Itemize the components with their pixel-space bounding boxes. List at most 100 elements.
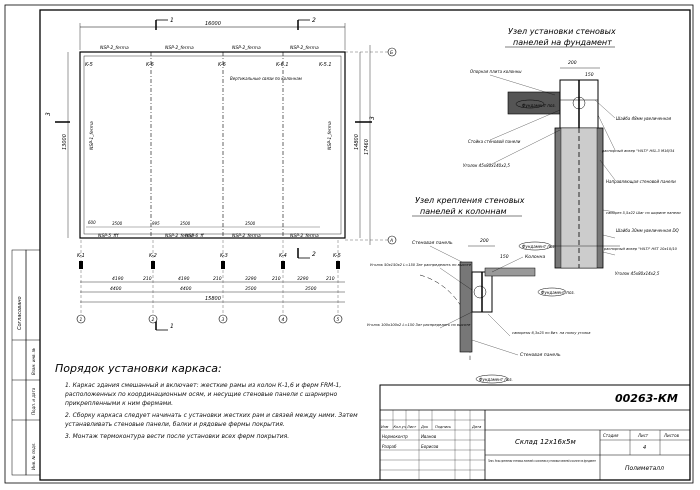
node1-label-guide: Направляющая стеновой панели	[606, 179, 676, 184]
node1-label-washer48: Шайба 48мм увеличенная	[616, 116, 672, 121]
sub-dim-8: 210	[326, 276, 335, 282]
svg-text:4: 4	[282, 317, 285, 323]
sub-dim-5: 3290	[245, 276, 257, 282]
col-label-top-3: K-6	[218, 62, 226, 68]
section-marker-1-bottom: 1	[155, 318, 174, 331]
notes-title: Порядок установки каркаса:	[55, 362, 222, 375]
svg-text:Стадия: Стадия	[603, 433, 619, 438]
sub-dim-2: 210	[143, 276, 152, 282]
stamp-role-2: Разраб	[382, 444, 397, 449]
section-marker-3-right: 3	[355, 116, 376, 123]
bottom-beam-1: NSP-5_fff	[98, 233, 120, 239]
col-label-top-5: K-5.1	[319, 62, 332, 68]
top-beam-1: NSP-2_ferma	[100, 45, 129, 51]
span-dim-1: 4400	[110, 286, 122, 292]
node-panel-column: Узел крепления стеновых панелей к колонн…	[367, 196, 591, 384]
span-dim-4: 3500	[305, 286, 317, 292]
top-beam-3: NSP-2_ferma	[232, 45, 261, 51]
col-label-bottom-3: K-3	[220, 253, 228, 259]
node-panel-foundation: Узел установки стеновых панелей на фунда…	[463, 27, 681, 276]
left-vertical-dim: 13000	[62, 134, 68, 150]
section-marker-3-left: 3	[45, 112, 70, 123]
svg-text:Б: Б	[390, 50, 393, 56]
svg-text:3: 3	[369, 116, 376, 120]
node2-title-line1: Узел крепления стеновых	[415, 196, 525, 205]
stamp-role-1: Нормоконтр	[382, 434, 408, 439]
bottom-beam-4: NSP-2_ferma	[232, 233, 261, 239]
sidebar-inv: Инв. № подл.	[31, 442, 36, 470]
sub-dim-1: 4190	[112, 276, 124, 282]
svg-text:Фундамент поз.: Фундамент поз.	[522, 244, 556, 249]
svg-text:3: 3	[222, 317, 225, 323]
title-block: Изм Кол.уч Лист Док Подпись Дата Нормоко…	[379, 384, 691, 481]
svg-text:200: 200	[568, 60, 577, 66]
sidebar-stamp: Согласовано Взам. инв. № Подп. и дата Ин…	[11, 249, 41, 476]
node2-label-panel2: Стеновая панель	[520, 352, 561, 358]
col-label-top-4: K-6.1	[276, 62, 289, 68]
stamp-name-1: Иванов	[421, 434, 437, 439]
col-label-top-1: K-5	[85, 62, 93, 68]
svg-text:Кол.уч: Кол.уч	[394, 425, 406, 429]
svg-text:150: 150	[500, 254, 509, 260]
svg-text:2: 2	[312, 251, 316, 258]
svg-text:2: 2	[152, 317, 155, 323]
inner-dim-2: 995	[152, 221, 160, 226]
section-marker-2-bottom: 2	[297, 248, 316, 259]
svg-text:Листов: Листов	[663, 433, 680, 438]
svg-text:Изм: Изм	[381, 425, 389, 429]
col-label-bottom-5: K-5	[333, 253, 341, 259]
sidebar-sign-date: Подп. и дата	[31, 387, 36, 415]
note-item-1: 1. Каркас здания смешанный и включает: ж…	[65, 382, 342, 407]
svg-text:1: 1	[170, 323, 174, 330]
stamp-sheet-title: План. Узлы крепления стеновых панелей к …	[488, 459, 597, 463]
drawing-frame	[39, 9, 691, 481]
right-vertical-dim2: 17460	[364, 139, 370, 155]
node2-label-column: Колонна	[525, 254, 545, 260]
note-item-3: 3. Монтаж термоконтура вести после устан…	[65, 433, 290, 440]
stamp-company: Полиметалл	[625, 465, 664, 472]
node1-title-line2: панелей на фундамент	[513, 38, 612, 47]
svg-text:2: 2	[312, 17, 316, 24]
top-beam-2: NSP-2_ferma	[165, 45, 194, 51]
bottom-beam-5: NSP-2_ferma	[290, 233, 319, 239]
bottom-total-dim: 15800	[205, 296, 221, 302]
svg-text:1: 1	[80, 317, 83, 323]
svg-text:3: 3	[45, 112, 52, 116]
stamp-name-2: Борисов	[421, 444, 439, 449]
inner-dim-small: 600	[88, 220, 96, 225]
bottom-beam-2: NSP-2_ferma	[165, 233, 194, 239]
inner-dim-3: 3500	[180, 221, 191, 226]
svg-text:5: 5	[337, 317, 340, 323]
svg-text:Лист: Лист	[406, 425, 417, 429]
sub-dim-3: 4190	[178, 276, 190, 282]
node2-label-angle1: Уголок 50x150x2 L=150 Зат распределить п…	[370, 263, 472, 267]
bottom-beam-3: NSP-6_ff	[185, 233, 204, 239]
svg-text:1: 1	[170, 17, 174, 24]
building-outline	[79, 51, 346, 239]
node1-label-angle: Уголок 45x80x140x2,5	[463, 163, 510, 168]
svg-text:Фундамент поз.: Фундамент поз.	[541, 290, 575, 295]
section-marker-2-top: 2	[297, 17, 316, 30]
sub-dim-6: 210	[272, 276, 281, 282]
node2-title-line2: панелей к колоннам	[420, 207, 507, 216]
stamp-object: Склад 12x16x5м	[515, 438, 576, 446]
svg-text:Фундамент поз.: Фундамент поз.	[522, 103, 556, 108]
sidebar-replace: Взам. инв. №	[31, 348, 36, 375]
node2-label-screws: саморезы 6,3x25 по бит. на полку уголка	[512, 331, 591, 335]
inner-dim-1: 3500	[112, 221, 123, 226]
section-marker-1-top: 1	[155, 17, 174, 30]
svg-text:Лист: Лист	[637, 433, 649, 438]
assembly-notes: Порядок установки каркаса: 1. Каркас зда…	[55, 362, 375, 444]
node1-label-anchor1: распорный анкер "HILTI" HSL-3 M16/34	[601, 149, 675, 153]
node1-label-angle2: Уголок 45x80x14x2,5	[615, 271, 660, 276]
svg-text:Подпись: Подпись	[435, 425, 451, 429]
node1-label-anchor2: распорный анкер "HILTI" HST 10x10/10	[603, 247, 678, 251]
svg-text:Фундамент поз.: Фундамент поз.	[479, 377, 513, 382]
node1-label-washer30: Шайба 30мм увеличенная DQ	[616, 228, 679, 233]
stamp-code: 00263-КМ	[615, 392, 678, 405]
right-beam-label: NSP-1_ferma	[327, 121, 333, 150]
svg-text:Дата: Дата	[471, 425, 481, 429]
span-dim-2: 4400	[180, 286, 192, 292]
note-item-2: 2. Сборку каркаса следует начинать с уст…	[65, 412, 358, 428]
